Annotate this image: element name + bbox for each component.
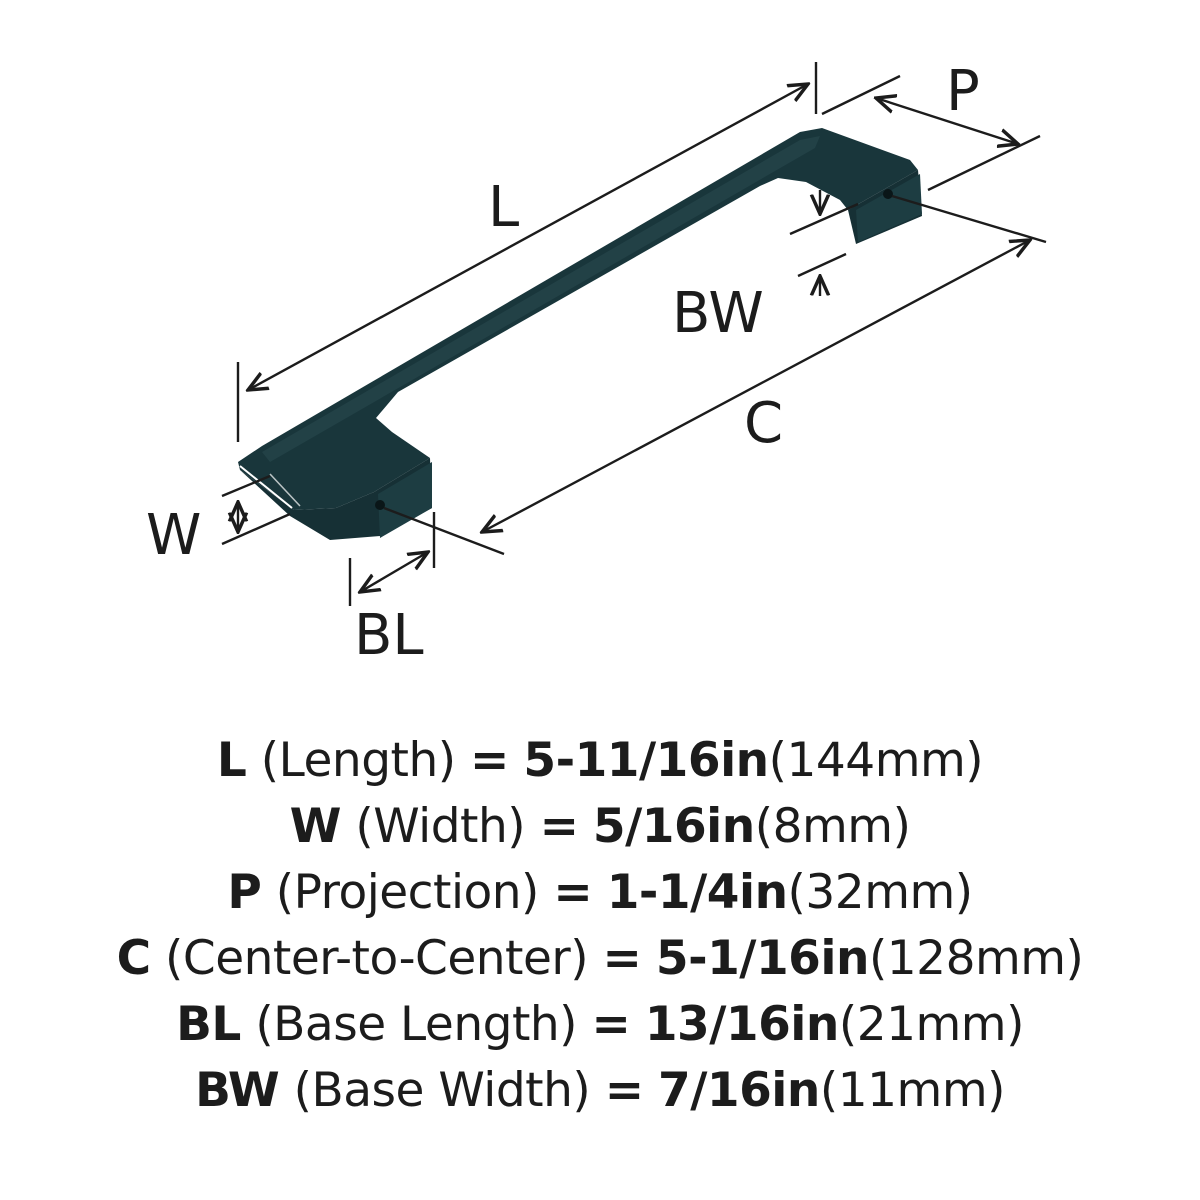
spec-row-width: W (Width) = 5/16in(8mm) [0,794,1200,860]
spec-name: (Center-to-Center) [165,931,589,986]
spec-row-base-length: BL (Base Length) = 13/16in(21mm) [0,992,1200,1058]
spec-row-projection: P (Projection) = 1-1/4in(32mm) [0,860,1200,926]
screw-hole-left [375,500,385,510]
right-foot-face [856,174,922,242]
spec-metric: (32mm) [787,865,974,920]
spec-metric: (21mm) [838,997,1025,1052]
label-W: W [146,503,201,568]
spec-metric: (11mm) [819,1063,1006,1118]
spec-equals: = [591,997,631,1052]
spec-row-length: L (Length) = 5-11/16in(144mm) [0,728,1200,794]
spec-imperial: 5/16in [592,799,755,854]
spec-row-center-to-center: C (Center-to-Center) = 5-1/16in(128mm) [0,926,1200,992]
label-P: P [946,59,980,124]
spec-metric: (8mm) [754,799,911,854]
spec-code: L [216,733,247,788]
spec-equals: = [602,931,642,986]
label-C: C [744,391,783,456]
spec-imperial: 5-1/16in [655,931,870,986]
spec-metric: (128mm) [868,931,1084,986]
spec-equals: = [539,799,579,854]
spec-name: (Base Length) [255,997,578,1052]
dimension-lines [221,62,1047,606]
handle-dimension-diagram: L P BW C W BL [146,59,1047,668]
label-BW: BW [672,281,764,346]
cabinet-pull-handle [238,128,922,540]
spec-imperial: 5-11/16in [523,733,769,788]
spec-row-base-width: BW (Base Width) = 7/16in(11mm) [0,1058,1200,1124]
handle-bar [238,128,918,510]
spec-imperial: 13/16in [644,997,840,1052]
label-BL: BL [354,603,424,668]
spec-code: BW [195,1063,280,1118]
spec-imperial: 7/16in [658,1063,820,1118]
spec-equals: = [553,865,593,920]
spec-name: (Length) [260,733,456,788]
label-L: L [488,175,519,240]
spec-code: W [289,799,342,854]
spec-equals: = [470,733,509,788]
screw-hole-right [883,189,893,199]
spec-code: C [116,931,152,986]
dimension-spec-list: L (Length) = 5-11/16in(144mm) W (Width) … [0,728,1200,1124]
left-foot-face [378,462,432,538]
spec-name: (Projection) [275,865,540,920]
spec-metric: (144mm) [768,733,984,788]
spec-imperial: 1-1/4in [606,865,788,920]
spec-name: (Width) [355,799,526,854]
spec-code: P [227,865,262,920]
spec-equals: = [604,1063,644,1118]
spec-name: (Base Width) [293,1063,591,1118]
spec-code: BL [176,997,241,1052]
